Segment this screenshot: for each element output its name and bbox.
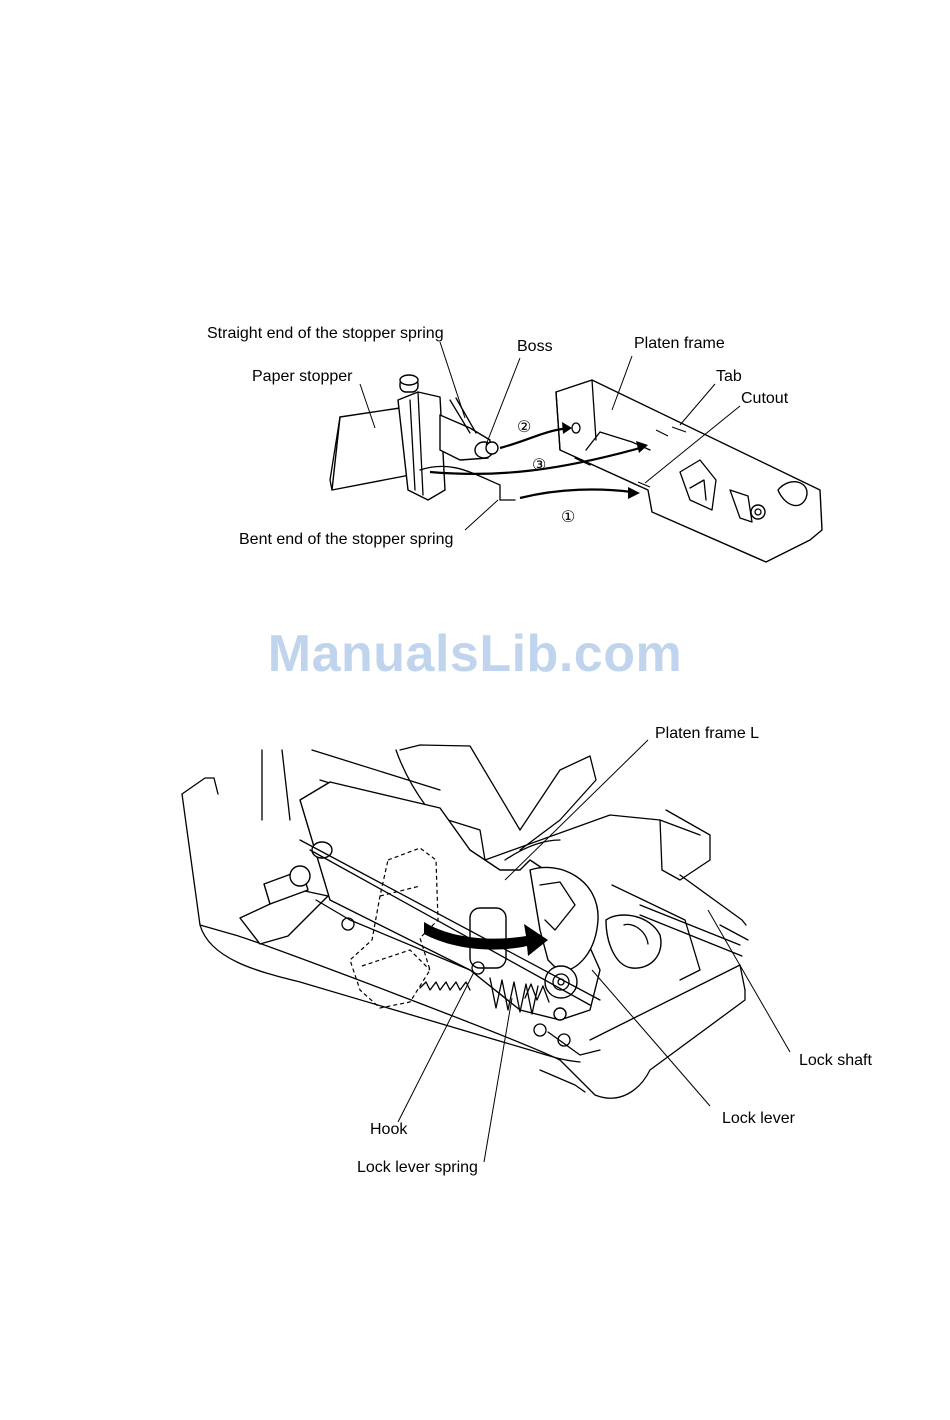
lock-lever-diagram: Platen frame L Lock shaft Lock lever Hoo… <box>0 710 950 1190</box>
arrow-step1-head <box>628 487 640 499</box>
label-boss: Boss <box>517 338 553 355</box>
paper-stopper-part <box>330 375 498 500</box>
platen-frame-l-part <box>300 782 742 1020</box>
label-cutout: Cutout <box>741 390 789 407</box>
watermark-text: ManualsLib.com <box>0 624 950 684</box>
label-lock-lever: Lock lever <box>722 1110 796 1127</box>
label-tab: Tab <box>716 368 742 385</box>
label-platen-frame-l: Platen frame L <box>655 725 759 742</box>
label-hook: Hook <box>370 1121 408 1138</box>
step-3-marker: ③ <box>532 457 546 474</box>
label-paper-stopper: Paper stopper <box>252 368 353 385</box>
step-2-marker: ② <box>517 419 531 436</box>
label-straight-end: Straight end of the stopper spring <box>207 325 444 342</box>
arrow-step1 <box>520 490 632 498</box>
label-lock-lever-spring: Lock lever spring <box>357 1159 478 1176</box>
step-1-marker: ① <box>561 509 575 526</box>
platen-frame-part <box>556 380 822 562</box>
label-bent-end: Bent end of the stopper spring <box>239 531 453 548</box>
label-platen-frame: Platen frame <box>634 335 725 352</box>
paper-stopper-diagram: ② ③ ① Straight end of the stopper spring… <box>0 300 950 590</box>
label-lock-shaft: Lock shaft <box>799 1052 872 1069</box>
